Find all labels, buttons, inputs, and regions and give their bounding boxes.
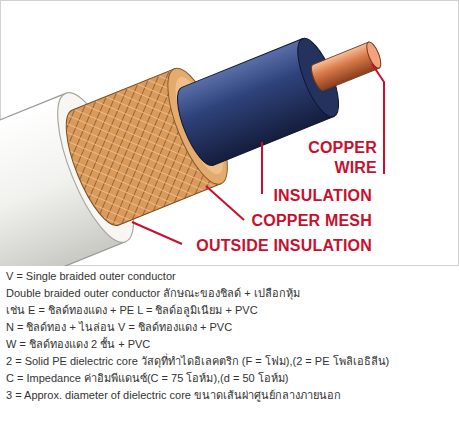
note-line: 2 = Solid PE dielectric core วัสดุที่ทำไ… — [6, 353, 454, 370]
notes-block: V = Single braided outer conductorDouble… — [6, 268, 454, 404]
part-label: INSULATION — [172, 186, 372, 206]
note-line: N = ชิลด์ทอง + ไนล่อน V = ชิลด์ทองแดง + … — [6, 319, 454, 336]
leader-line — [132, 222, 182, 244]
note-line: V = Single braided outer conductor — [6, 268, 454, 285]
leader-line — [372, 64, 384, 174]
leader-line — [206, 186, 244, 220]
note-line: W = ชิลด์ทองแดง 2 ชั้น + PVC — [6, 336, 454, 353]
note-line: Double braided outer conductor ลักษณะของ… — [6, 285, 454, 302]
note-line: เช่น E = ชิลด์ทองแดง + PE L = ชิลด์อลูมิ… — [6, 302, 454, 319]
part-label: COPPER MESH — [152, 211, 372, 231]
coax-cable-illustration — [0, 0, 459, 266]
part-label: COPPER WIRE — [299, 138, 377, 178]
leader-lines — [132, 64, 384, 244]
note-line: 3 = Approx. diameter of dielectric core … — [6, 387, 454, 404]
leader-line — [261, 142, 263, 194]
part-label: OUTSIDE INSULATION — [112, 236, 372, 256]
note-line: C = Impedance ค่าอิมพีแดนซ์(C = 75 โอห์ม… — [6, 370, 454, 387]
cable — [0, 0, 408, 266]
